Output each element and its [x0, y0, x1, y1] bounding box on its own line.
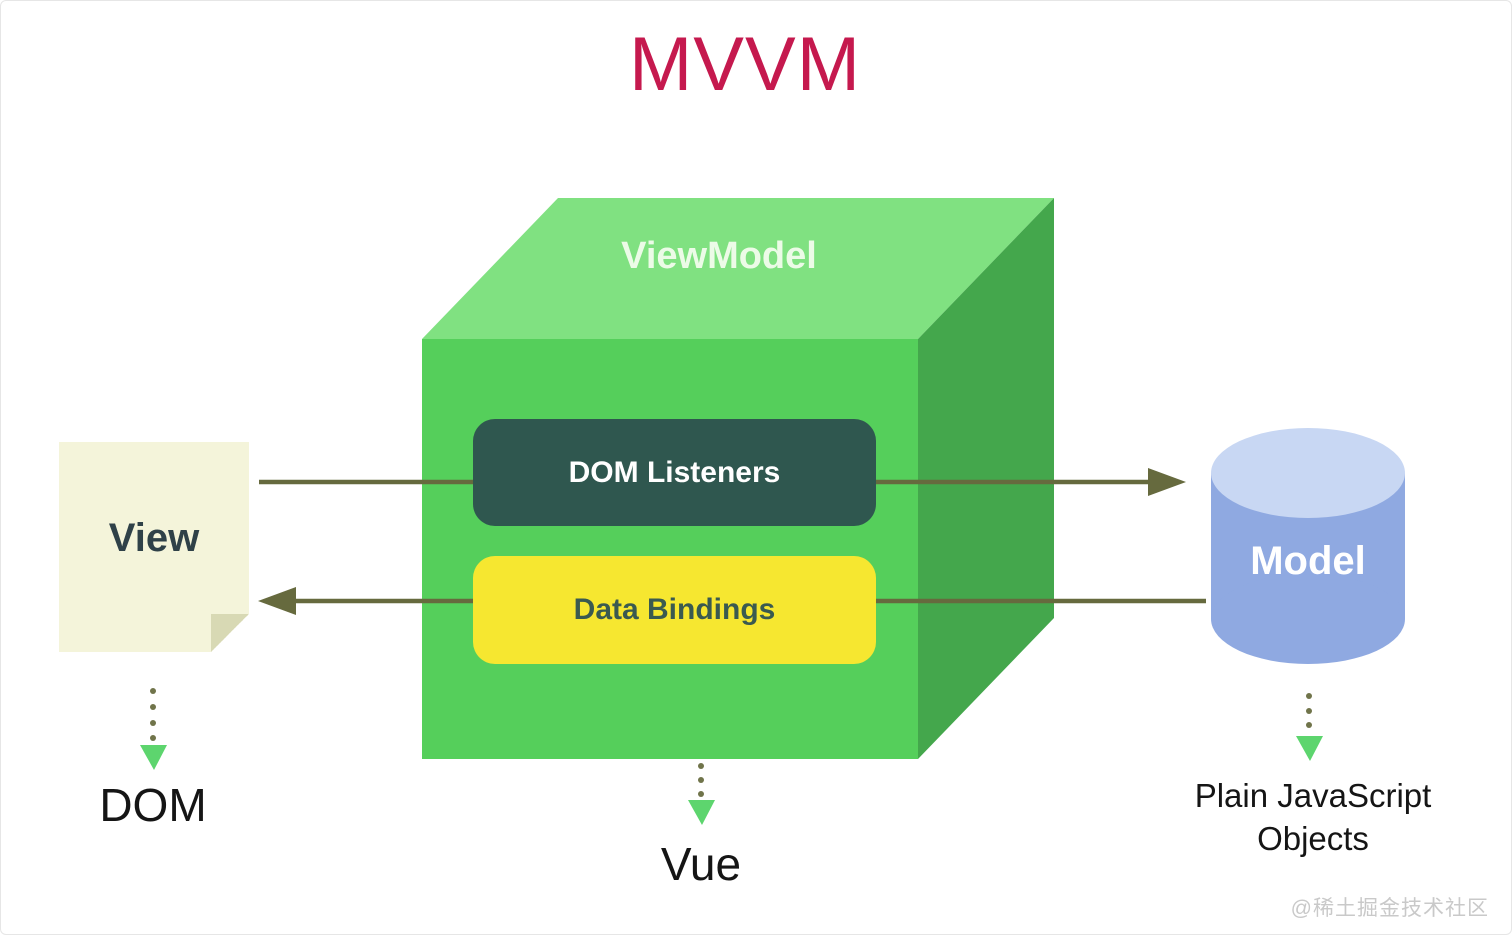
arrow-view-to-model-head	[1148, 468, 1186, 496]
model-label: Model	[1250, 539, 1366, 583]
watermark: @稀土掘金技术社区	[1290, 897, 1489, 920]
cube-right-face	[918, 198, 1054, 759]
model-cylinder	[1211, 428, 1405, 664]
dot	[698, 763, 704, 769]
dot	[1306, 722, 1312, 728]
dotted-arrow-viewmodel-to-vue	[688, 763, 715, 825]
dotted-arrow-head	[688, 800, 715, 825]
data-bindings-box: Data Bindings	[473, 556, 876, 664]
diagram-title: MVVM	[629, 22, 861, 107]
viewmodel-label: ViewModel	[621, 235, 817, 277]
dotted-arrow-view-to-dom	[140, 688, 167, 770]
arrow-model-to-view-head	[258, 587, 296, 615]
dot	[1306, 693, 1312, 699]
cylinder-top	[1211, 428, 1405, 518]
dot	[150, 688, 156, 694]
dom-listeners-label: DOM Listeners	[568, 455, 781, 489]
cube-top-face	[422, 198, 1054, 339]
dotted-arrow-head	[140, 745, 167, 770]
cube-front-face	[422, 339, 918, 759]
plain-js-objects-label: Plain JavaScript Objects	[1194, 777, 1432, 857]
dotted-arrow-model-to-objects	[1296, 693, 1323, 761]
vue-label: Vue	[660, 838, 742, 890]
dot	[150, 720, 156, 726]
viewmodel-cube	[422, 198, 1054, 759]
dot	[698, 791, 704, 797]
dom-listeners-box: DOM Listeners	[473, 419, 876, 526]
data-bindings-label: Data Bindings	[573, 593, 776, 626]
dotted-arrow-head	[1296, 736, 1323, 761]
dot	[1306, 708, 1312, 714]
dot	[698, 777, 704, 783]
dot	[150, 704, 156, 710]
dot	[150, 735, 156, 741]
cylinder-bottom	[1211, 574, 1405, 664]
view-note: View	[59, 442, 249, 652]
view-label: View	[108, 515, 200, 560]
dom-label: DOM	[99, 779, 207, 831]
